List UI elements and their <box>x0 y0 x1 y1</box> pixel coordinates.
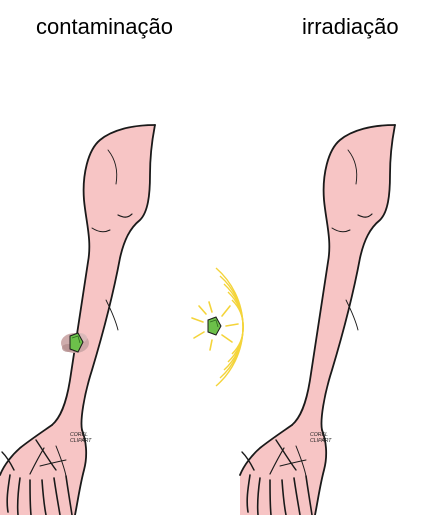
radioactive-stone-icon-right <box>208 317 221 335</box>
watermark-line2-right: CLIPART <box>310 438 332 444</box>
left-arm-skin <box>0 125 155 515</box>
watermark-line2: CLIPART <box>70 438 92 444</box>
right-arm-skin <box>240 125 395 515</box>
left-arm: COREL CLIPART <box>0 125 155 515</box>
radiation-source <box>192 268 243 386</box>
right-arm: COREL CLIPART <box>240 125 395 515</box>
